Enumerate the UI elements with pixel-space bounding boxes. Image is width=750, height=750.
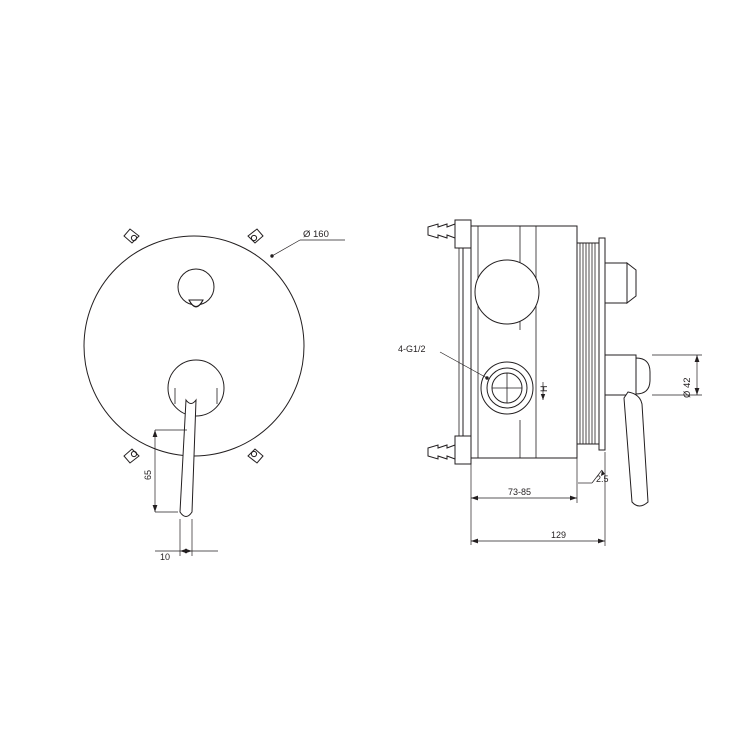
- flange-top: [454, 219, 472, 249]
- dim-thread-callout: 4-G1/2: [398, 344, 489, 380]
- cover-plate: [598, 237, 606, 451]
- label-h: H: [539, 386, 549, 393]
- mixer-knob: [167, 359, 225, 417]
- hot-inlet-mark: H: [539, 382, 549, 400]
- label-129: 129: [551, 530, 566, 540]
- inlet-barbs: [427, 223, 456, 460]
- dim-65: 65: [143, 429, 187, 513]
- label-4-g12: 4-G1/2: [398, 344, 426, 354]
- label-65: 65: [143, 470, 153, 480]
- dim-diameter-160: Ø 160: [270, 229, 345, 258]
- dim-129: 129: [471, 452, 606, 546]
- upper-bore: [474, 259, 540, 325]
- mounting-lugs: [123, 228, 264, 464]
- label-73-85: 73-85: [508, 487, 531, 497]
- knurled-section: [576, 242, 600, 445]
- front-view: Ø 160 65 10: [83, 228, 345, 562]
- flange-bottom: [454, 435, 472, 465]
- mixer-knob-side: [604, 354, 651, 507]
- dim-2-5: 2.5: [578, 469, 609, 484]
- side-view: 4-G1/2 H 73-85 2.5: [398, 219, 702, 546]
- label-diameter-160: Ø 160: [303, 229, 329, 240]
- dim-10: 10: [155, 519, 218, 562]
- label-2-5: 2.5: [596, 474, 609, 484]
- lever-handle: [179, 398, 197, 517]
- label-10: 10: [160, 552, 170, 562]
- dim-diameter-42: Ø 42: [652, 354, 702, 398]
- diverter-knob: [177, 268, 215, 308]
- dim-73-85: 73-85: [470, 446, 578, 545]
- valve-body: [470, 225, 578, 459]
- label-diameter-42: Ø 42: [682, 377, 693, 398]
- lower-bore: [480, 361, 534, 415]
- diverter-knob-side: [604, 261, 637, 305]
